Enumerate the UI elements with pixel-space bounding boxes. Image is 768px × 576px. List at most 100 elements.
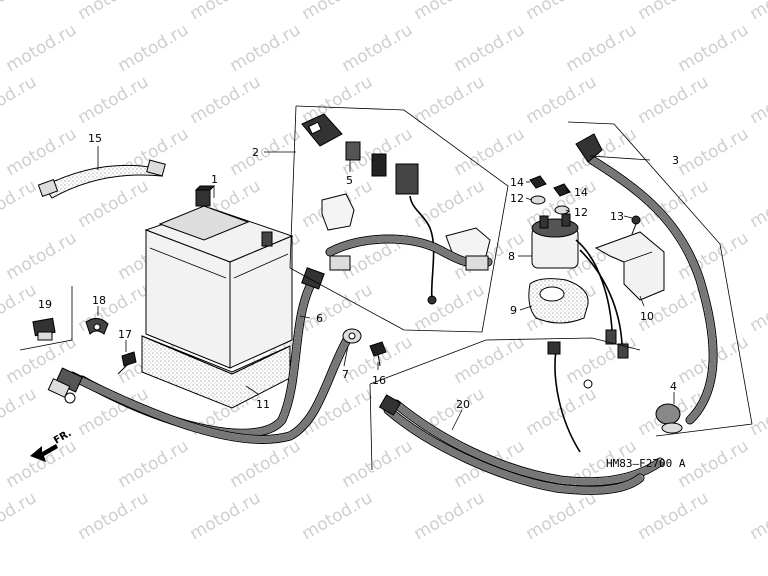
part-label-16: 16 bbox=[372, 374, 386, 387]
part-label-6: 6 bbox=[316, 312, 323, 325]
sub-harness-box bbox=[289, 105, 509, 333]
part-label-13: 13 bbox=[610, 210, 624, 223]
watermark-text: motod.ru bbox=[299, 488, 377, 544]
watermark-text: motod.ru bbox=[635, 488, 713, 544]
watermark-text: motod.ru bbox=[747, 72, 768, 128]
watermark-text: motod.ru bbox=[675, 124, 753, 180]
cover-left bbox=[321, 193, 355, 231]
watermark-text: motod.ru bbox=[451, 20, 529, 76]
watermark-text: motod.ru bbox=[523, 384, 601, 440]
part-label-4: 4 bbox=[670, 380, 677, 393]
bracket-20 bbox=[369, 337, 641, 385]
part-number-labels: 1 2 3 4 5 6 7 8 9 10 11 12 12 13 14 14 1… bbox=[38, 132, 679, 411]
starter-relay bbox=[531, 213, 629, 359]
watermark-text: motod.ru bbox=[635, 72, 713, 128]
part-label-9: 9 bbox=[510, 304, 517, 317]
part-label-3: 3 bbox=[672, 154, 679, 167]
bracket-3 bbox=[567, 121, 753, 437]
watermark-text: motod.ru bbox=[299, 0, 377, 24]
part-label-12b: 12 bbox=[574, 206, 588, 219]
relay-cover-9 bbox=[528, 278, 589, 324]
part-label-12a: 12 bbox=[510, 192, 524, 205]
watermark-text: motod.ru bbox=[635, 0, 713, 24]
bracket-20-side bbox=[369, 383, 373, 471]
watermark-text: motod.ru bbox=[747, 488, 768, 544]
watermark-text: motod.ru bbox=[0, 72, 40, 128]
part-label-2: 2 bbox=[252, 146, 259, 159]
part-label-8: 8 bbox=[508, 250, 515, 263]
fuse-5 bbox=[345, 141, 361, 161]
clip-19 bbox=[32, 317, 56, 341]
clip-18 bbox=[85, 318, 109, 335]
watermark-text: motod.ru bbox=[411, 72, 489, 128]
part-label-10: 10 bbox=[640, 310, 654, 323]
watermark-text: motod.ru bbox=[187, 0, 265, 24]
watermark-text: motod.ru bbox=[3, 228, 81, 284]
part-label-1: 1 bbox=[211, 173, 218, 186]
watermark-text: motod.ru bbox=[3, 20, 81, 76]
part-label-14b: 14 bbox=[574, 186, 588, 199]
watermark-text: motod.ru bbox=[675, 436, 753, 492]
washer-12a bbox=[530, 195, 546, 205]
diagram-code: HM83—F2700 A bbox=[606, 457, 686, 470]
cable-7 bbox=[67, 328, 362, 444]
watermark-text: motod.ru bbox=[411, 488, 489, 544]
watermark-text: motod.ru bbox=[747, 280, 768, 336]
watermark-text: motod.ru bbox=[451, 332, 529, 388]
watermark-text: motod.ru bbox=[411, 0, 489, 24]
bolt-16 bbox=[369, 341, 387, 367]
bolt-17 bbox=[117, 351, 137, 375]
watermark-text: motod.ru bbox=[747, 176, 768, 232]
battery-band bbox=[37, 159, 166, 199]
main-connector bbox=[395, 163, 437, 305]
cable-20 bbox=[378, 341, 665, 495]
watermark-text: motod.ru bbox=[75, 488, 153, 544]
bracket-19 bbox=[19, 286, 73, 351]
washer-12b bbox=[554, 205, 570, 215]
watermark-text: motod.ru bbox=[115, 20, 193, 76]
watermark-text: motod.ru bbox=[411, 176, 489, 232]
part-label-20: 20 bbox=[456, 398, 470, 411]
watermark-text: motod.ru bbox=[0, 384, 40, 440]
watermark-text: motod.ru bbox=[75, 0, 153, 24]
part-label-11: 11 bbox=[256, 398, 270, 411]
bracket-10 bbox=[594, 231, 665, 301]
watermark-text: motod.ru bbox=[115, 436, 193, 492]
watermark-text: motod.ru bbox=[227, 436, 305, 492]
watermark-text: motod.ru bbox=[675, 20, 753, 76]
watermark-text: motod.ru bbox=[563, 20, 641, 76]
watermark-text: motod.ru bbox=[0, 488, 40, 544]
watermark-text: motod.ru bbox=[523, 488, 601, 544]
watermark-text: motod.ru bbox=[187, 488, 265, 544]
battery bbox=[144, 185, 294, 369]
watermark-text: motod.ru bbox=[523, 72, 601, 128]
leader-lines bbox=[97, 146, 675, 431]
watermark-text: motod.ru bbox=[75, 72, 153, 128]
fuse-box bbox=[301, 113, 343, 147]
screw-13 bbox=[631, 215, 641, 235]
watermark-text: motod.ru bbox=[3, 436, 81, 492]
watermark-text: motod.ru bbox=[523, 0, 601, 24]
connector-spring bbox=[371, 153, 387, 177]
watermark-text: motod.ru bbox=[339, 436, 417, 492]
cable-left-ends bbox=[47, 367, 84, 404]
part-label-19: 19 bbox=[38, 298, 52, 311]
part-label-18: 18 bbox=[92, 294, 106, 307]
watermark-text: motod.ru bbox=[411, 280, 489, 336]
watermark-text: motod.ru bbox=[0, 176, 40, 232]
watermark-text: motod.ru bbox=[75, 176, 153, 232]
cable-3 bbox=[575, 133, 718, 425]
watermark-text: motod.ru bbox=[3, 124, 81, 180]
part-label-5: 5 bbox=[346, 174, 353, 187]
terminal-cap-4 bbox=[655, 403, 683, 434]
nut-14a bbox=[529, 175, 547, 189]
watermark-text: motod.ru bbox=[227, 20, 305, 76]
part-label-15: 15 bbox=[88, 132, 102, 145]
part-label-14a: 14 bbox=[510, 176, 524, 189]
watermark-text: motod.ru bbox=[75, 280, 153, 336]
harness-cable bbox=[325, 234, 493, 271]
watermark-text: motod.ru bbox=[563, 124, 641, 180]
part-label-7: 7 bbox=[342, 368, 349, 381]
watermark-text: motod.ru bbox=[187, 72, 265, 128]
